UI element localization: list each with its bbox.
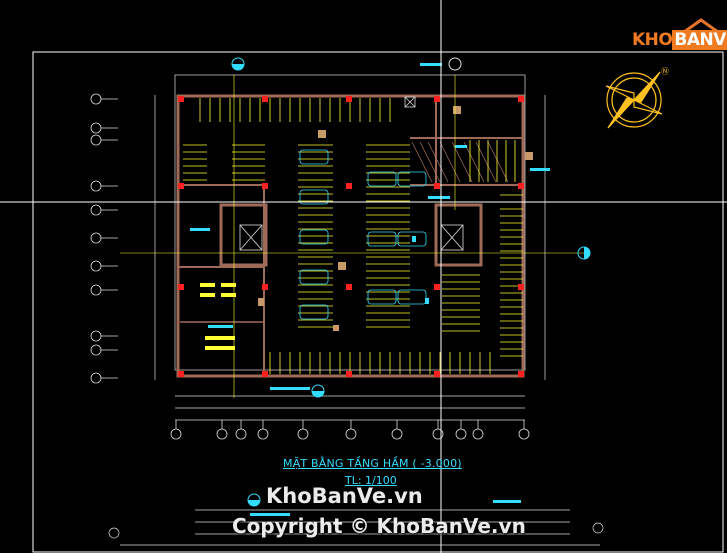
drawing-title: MẶT BẰNG TẦNG HẦM ( -3.000) [283,457,462,470]
grid-axis-bubble-icon [90,372,102,384]
section-marks-cyan [250,500,521,516]
structural-column [434,183,440,189]
parked-car [367,231,397,247]
structural-column [178,371,184,377]
sheet-border [32,51,724,553]
parked-car [397,231,427,247]
grid-axis-bubble-icon [455,428,467,440]
grid-axis-bubble-icon [90,260,102,272]
logo-prefix: KHO [632,30,673,50]
svg-text:Ⓝ: Ⓝ [661,67,669,76]
grid-axis-bubble-icon [90,180,102,192]
watermark-copyright: Copyright © KhoBanVe.vn [232,514,526,538]
grid-axis-bubble-icon [90,122,102,134]
grid-axis-bubble-icon [391,428,403,440]
structural-column [518,284,524,290]
structural-column [346,284,352,290]
structural-column [178,96,184,102]
building-walls [176,94,525,378]
north-arrow-compass-icon: Ⓝ [605,67,669,129]
section-marker-icon[interactable] [311,384,325,398]
structural-column [518,96,524,102]
parked-car [397,289,427,305]
parking-stalls [183,98,523,374]
parked-cars [299,149,427,320]
grid-bubbles-left [90,93,118,384]
parked-car [397,171,427,187]
logo-text: KHOBANVE [632,30,727,50]
section-marker-icon[interactable] [247,493,261,507]
grid-axis-bubble-icon [518,428,530,440]
grid-axis-bubble-icon [472,428,484,440]
ramp-hatch [411,141,509,183]
parked-car [367,289,397,305]
cyan-annotations [190,63,550,390]
structural-column [262,96,268,102]
house-roof-icon [683,18,718,34]
structural-column [434,371,440,377]
structural-column [178,284,184,290]
parked-car [299,189,329,205]
furniture-marks [258,106,533,331]
grid-axis-lines [120,75,585,398]
grid-axis-bubble-icon [90,232,102,244]
logo-suffix: BANVE [672,30,727,50]
khobanve-logo[interactable]: KHOBANVE [626,18,727,52]
grid-axis-bubble-icon [90,204,102,216]
structural-column [346,371,352,377]
structural-column [434,96,440,102]
grid-axis-bubble-icon [235,428,247,440]
section-marker-icon[interactable] [448,57,462,71]
parked-car [367,171,397,187]
grid-axis-bubble-icon [90,93,102,105]
grid-axis-bubble-icon [170,428,182,440]
grid-axis-bubble-icon [345,428,357,440]
structural-column [518,371,524,377]
grid-axis-bubble-icon [90,134,102,146]
grid-axis-bubble-icon [90,344,102,356]
grid-axis-bubble-icon [90,330,102,342]
section-marker-icon[interactable] [577,246,591,260]
parked-car [299,229,329,245]
grid-axis-bubble-icon [90,284,102,296]
parked-car [299,304,329,320]
grid-axis-bubble-icon [216,428,228,440]
stair-cores [239,96,464,251]
structural-column [262,284,268,290]
structural-column [262,371,268,377]
section-elevation-strip [108,509,604,546]
structural-column [346,183,352,189]
watermark-site: KhoBanVe.vn [266,484,423,508]
parked-car [299,149,329,165]
structural-column [178,183,184,189]
grid-axis-bubble-icon [257,428,269,440]
structural-columns [178,96,524,377]
section-marker-icon[interactable] [231,57,245,71]
drawing-scale: TL: 1/100 [345,474,397,487]
structural-column [518,183,524,189]
grid-axis-bubble-icon [297,428,309,440]
structural-column [346,96,352,102]
structural-column [434,284,440,290]
grid-bubbles-bottom [170,420,530,440]
structural-column [262,183,268,189]
room-fixtures [200,283,236,350]
parked-car [299,269,329,285]
